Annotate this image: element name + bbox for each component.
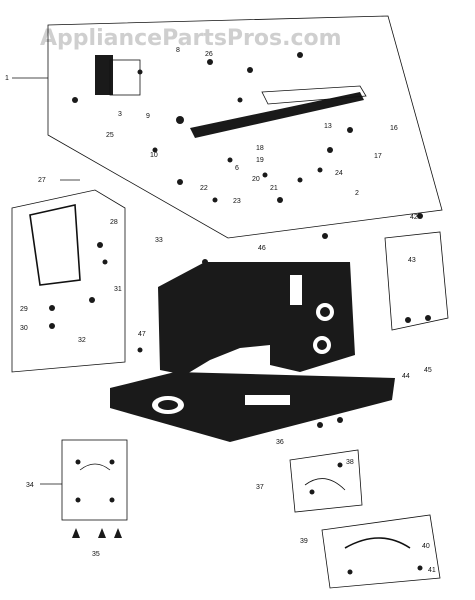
screw-36b bbox=[337, 417, 343, 423]
callout-36: 36 bbox=[276, 439, 284, 446]
callout-21: 21 bbox=[270, 185, 278, 192]
callout-45: 45 bbox=[424, 367, 432, 374]
callout-1: 1 bbox=[5, 75, 9, 82]
callout-30: 30 bbox=[20, 325, 28, 332]
box-39 bbox=[321, 514, 441, 589]
callout-17: 17 bbox=[374, 153, 382, 160]
callout-31: 31 bbox=[114, 286, 122, 293]
left-panel bbox=[11, 179, 126, 373]
callout-6: 6 bbox=[235, 165, 239, 172]
callout-18: 18 bbox=[256, 145, 264, 152]
machine-base bbox=[110, 372, 395, 442]
callout-2: 2 bbox=[355, 190, 359, 197]
box-37 bbox=[289, 449, 363, 513]
callout-40: 40 bbox=[422, 543, 430, 550]
callout-20: 20 bbox=[252, 176, 260, 183]
callout-42: 42 bbox=[410, 214, 418, 221]
screw-36 bbox=[317, 422, 323, 428]
screw-47 bbox=[137, 347, 143, 353]
callout-28: 28 bbox=[110, 219, 118, 226]
callout-32: 32 bbox=[78, 337, 86, 344]
callout-47: 47 bbox=[138, 331, 146, 338]
callout-37: 37 bbox=[256, 484, 264, 491]
top-panel bbox=[12, 15, 443, 239]
callout-38: 38 bbox=[346, 459, 354, 466]
callout-33: 33 bbox=[155, 237, 163, 244]
screw-46 bbox=[322, 233, 328, 239]
sewing-machine-head bbox=[158, 262, 355, 375]
callout-34: 34 bbox=[26, 482, 34, 489]
callout-46: 46 bbox=[258, 245, 266, 252]
watermark: AppliancePartsPros.com bbox=[40, 26, 342, 51]
callout-44: 44 bbox=[402, 373, 410, 380]
callout-16: 16 bbox=[390, 125, 398, 132]
callout-29: 29 bbox=[20, 306, 28, 313]
callout-9: 9 bbox=[146, 113, 150, 120]
screw-top bbox=[202, 259, 208, 265]
callout-22: 22 bbox=[200, 185, 208, 192]
callout-24: 24 bbox=[335, 170, 343, 177]
right-panel bbox=[384, 213, 449, 331]
callout-39: 39 bbox=[300, 538, 308, 545]
callout-26: 26 bbox=[205, 51, 213, 58]
callout-3: 3 bbox=[118, 111, 122, 118]
callout-13: 13 bbox=[324, 123, 332, 130]
callout-19: 19 bbox=[256, 157, 264, 164]
callout-25: 25 bbox=[106, 132, 114, 139]
callout-10: 10 bbox=[150, 152, 158, 159]
callout-41: 41 bbox=[428, 567, 436, 574]
box-34 bbox=[40, 439, 128, 538]
callout-35: 35 bbox=[92, 551, 100, 558]
callout-labels: 1 2 3 6 8 9 10 13 16 17 18 19 20 21 22 2… bbox=[5, 47, 436, 574]
callout-27: 27 bbox=[38, 177, 46, 184]
callout-43: 43 bbox=[408, 257, 416, 264]
callout-23: 23 bbox=[233, 198, 241, 205]
callout-8: 8 bbox=[176, 47, 180, 54]
